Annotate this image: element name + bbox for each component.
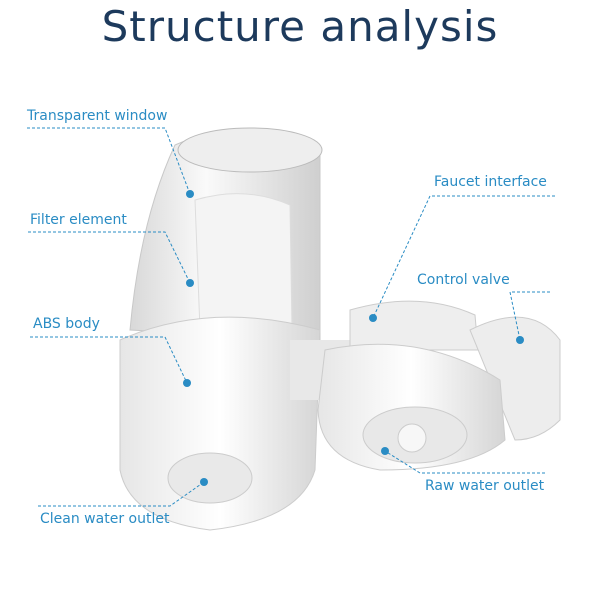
label-transparent-window: Transparent window <box>27 108 168 124</box>
leader-lines <box>27 127 555 507</box>
label-faucet-interface: Faucet interface <box>434 174 547 190</box>
label-filter-element: Filter element <box>30 212 127 228</box>
label-raw-water-outlet: Raw water outlet <box>425 478 545 494</box>
faucet-adapter <box>290 300 561 471</box>
label-clean-water-outlet: Clean water outlet <box>40 511 170 527</box>
page-title: Structure analysis <box>101 2 499 51</box>
label-abs-body: ABS body <box>33 316 100 332</box>
label-control-valve: Control valve <box>417 272 510 288</box>
marker-dots <box>183 190 524 486</box>
filter-housing <box>119 127 323 531</box>
